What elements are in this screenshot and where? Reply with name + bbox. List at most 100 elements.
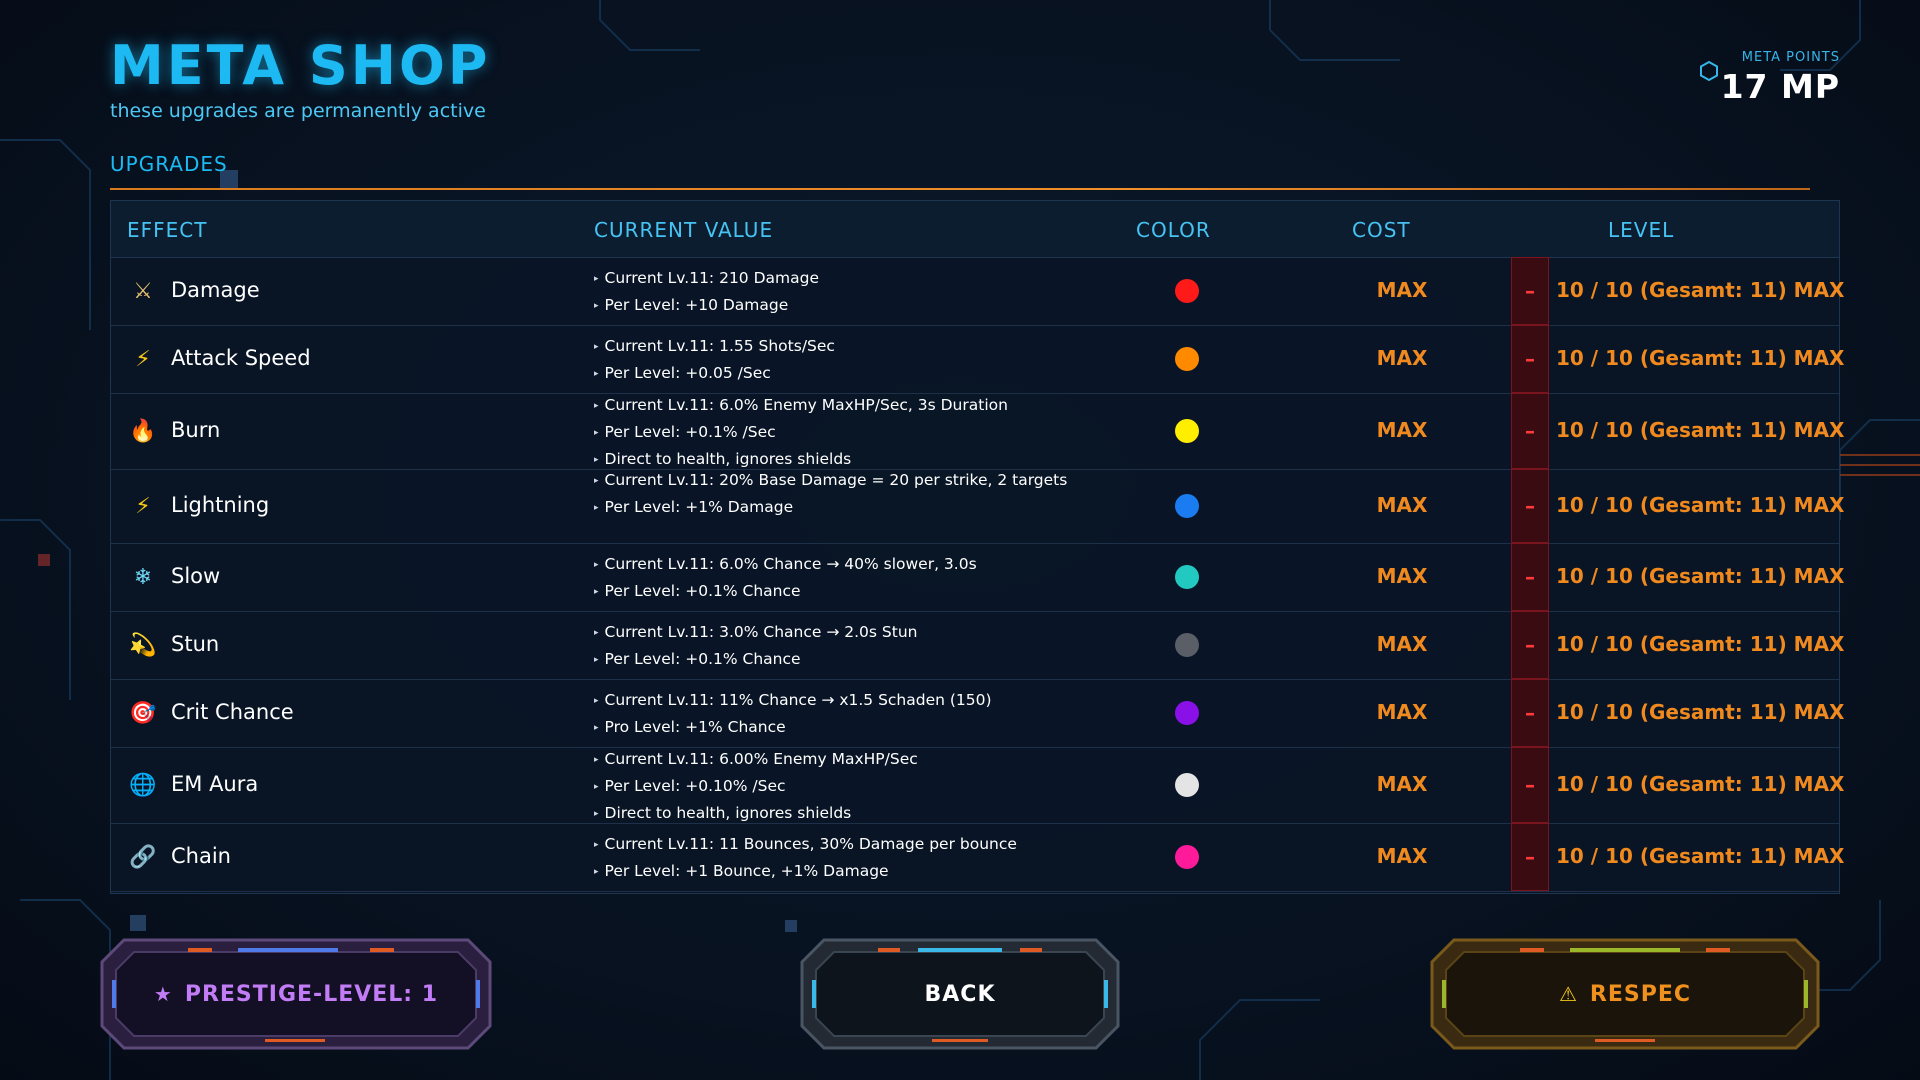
effect-name: Chain <box>171 844 231 868</box>
upgrades-table: EFFECT CURRENT VALUE COLOR COST LEVEL ⚔D… <box>110 200 1844 894</box>
current-value: ▸Current Lv.11: 6.00% Enemy MaxHP/Sec▸Pe… <box>594 746 1084 827</box>
decrease-level-button[interactable]: – <box>1511 393 1549 469</box>
effect-name: Lightning <box>171 493 270 517</box>
lightning-bolt-icon: ⚡ <box>135 346 151 372</box>
section-divider <box>110 188 1810 190</box>
bullet-icon: ▸ <box>594 342 599 352</box>
cost-value: MAX <box>1376 278 1428 302</box>
bullet-icon: ▸ <box>594 455 599 465</box>
prestige-button-frame <box>100 938 492 1050</box>
effect-name: Slow <box>171 564 221 588</box>
bullet-icon: ▸ <box>594 867 599 877</box>
value-line: ▸Per Level: +0.1% /Sec <box>594 423 776 441</box>
cost-value: MAX <box>1376 700 1428 724</box>
bullet-icon: ▸ <box>594 369 599 379</box>
level-value: 10 / 10 (Gesamt: 11) MAX <box>1556 700 1845 724</box>
effect-name: Crit Chance <box>171 700 294 724</box>
star-icon: ★ <box>153 982 173 1006</box>
bullet-icon: ▸ <box>594 809 599 819</box>
color-swatch <box>1175 565 1199 589</box>
level-value: 10 / 10 (Gesamt: 11) MAX <box>1556 418 1845 442</box>
chain-link-icon: 🔗 <box>129 844 157 870</box>
color-swatch <box>1175 419 1199 443</box>
decrease-level-button[interactable]: – <box>1511 543 1549 611</box>
column-header-cost: COST <box>1352 218 1411 242</box>
sword-icon: ⚔ <box>133 278 153 304</box>
value-line: ▸Per Level: +1% Damage <box>594 498 794 516</box>
decrease-level-button[interactable]: – <box>1511 469 1549 543</box>
cost-value: MAX <box>1376 632 1428 656</box>
value-line: ▸Current Lv.11: 6.0% Chance → 40% slower… <box>594 555 977 573</box>
current-value: ▸Current Lv.11: 6.0% Enemy MaxHP/Sec, 3s… <box>594 392 1084 473</box>
cost-value: MAX <box>1376 418 1428 442</box>
current-value: ▸Current Lv.11: 210 Damage▸Per Level: +1… <box>594 265 1084 319</box>
bullet-icon: ▸ <box>594 503 599 513</box>
color-swatch <box>1175 279 1199 303</box>
level-value: 10 / 10 (Gesamt: 11) MAX <box>1556 564 1845 588</box>
value-line: ▸Current Lv.11: 6.00% Enemy MaxHP/Sec <box>594 750 918 768</box>
page-title: META SHOP <box>110 34 491 97</box>
bullet-icon: ▸ <box>594 274 599 284</box>
value-line: ▸Current Lv.11: 1.55 Shots/Sec <box>594 337 835 355</box>
bullet-icon: ▸ <box>594 476 599 486</box>
decrease-level-button[interactable]: – <box>1511 257 1549 325</box>
color-swatch <box>1175 701 1199 725</box>
meta-points-value: 17 MP <box>1720 67 1840 106</box>
table-row: ⚡Attack Speed▸Current Lv.11: 1.55 Shots/… <box>111 325 1844 394</box>
cost-value: MAX <box>1376 564 1428 588</box>
table-row: 🔗 Chain ▸Current Lv.11: 11 Bounces, 30% Da… <box>111 823 1844 892</box>
value-line: ▸Per Level: +0.1% Chance <box>594 650 801 668</box>
column-header-level: LEVEL <box>1608 218 1675 242</box>
lightning-bolt-icon: ⚡ <box>135 493 151 519</box>
meta-points-label: META POINTS <box>1741 50 1840 65</box>
cost-value: MAX <box>1376 493 1428 517</box>
color-swatch <box>1175 633 1199 657</box>
value-line: ▸Per Level: +0.1% Chance <box>594 582 801 600</box>
bullet-icon: ▸ <box>594 428 599 438</box>
color-swatch <box>1175 845 1199 869</box>
table-header: EFFECT CURRENT VALUE COLOR COST LEVEL <box>111 201 1839 258</box>
section-title: UPGRADES <box>110 152 228 176</box>
respec-button-frame <box>1430 938 1820 1050</box>
respec-button[interactable]: ⚠ RESPEC <box>1430 938 1820 1050</box>
table-row: 🌐 EM Aura ▸Current Lv.11: 6.00% Enemy MaxH… <box>111 746 1844 827</box>
back-button[interactable]: BACK <box>800 938 1120 1050</box>
decrease-level-button[interactable]: – <box>1511 823 1549 891</box>
bullet-icon: ▸ <box>594 755 599 765</box>
value-line: ▸Current Lv.11: 210 Damage <box>594 269 819 287</box>
decrease-level-button[interactable]: – <box>1511 325 1549 393</box>
bullet-icon: ▸ <box>594 301 599 311</box>
effect-name: Stun <box>171 632 220 656</box>
table-row: ⚔Damage▸Current Lv.11: 210 Damage▸Per Le… <box>111 257 1844 326</box>
decrease-level-button[interactable]: – <box>1511 747 1549 823</box>
snowflake-icon: ❄ <box>133 564 153 590</box>
fire-icon: 🔥 <box>129 418 157 444</box>
current-value: ▸Current Lv.11: 11% Chance → x1.5 Schade… <box>594 687 1084 741</box>
bullet-icon: ▸ <box>594 587 599 597</box>
effect-name: EM Aura <box>171 772 259 796</box>
bullet-icon: ▸ <box>594 840 599 850</box>
table-row: 🔥Burn▸Current Lv.11: 6.0% Enemy MaxHP/Se… <box>111 392 1844 473</box>
column-header-effect: EFFECT <box>127 218 208 242</box>
value-line: ▸Current Lv.11: 3.0% Chance → 2.0s Stun <box>594 623 918 641</box>
color-swatch <box>1175 773 1199 797</box>
value-line: ▸Direct to health, ignores shields <box>594 450 852 468</box>
prestige-level-button[interactable]: ★ PRESTIGE-LEVEL: 1 <box>100 938 492 1050</box>
globe-icon: 🌐 <box>129 772 157 798</box>
table-row: ⚡Lightning▸Current Lv.11: 20% Base Damag… <box>111 469 1844 544</box>
current-value: ▸Current Lv.11: 11 Bounces, 30% Damage p… <box>594 831 1084 885</box>
color-swatch <box>1175 347 1199 371</box>
value-line: ▸Current Lv.11: 11 Bounces, 30% Damage p… <box>594 835 1017 853</box>
column-header-color: COLOR <box>1136 218 1211 242</box>
cost-value: MAX <box>1376 844 1428 868</box>
hexagon-icon <box>1700 60 1718 82</box>
stun-swirl-icon: 💫 <box>129 632 157 658</box>
back-button-frame <box>800 938 1120 1050</box>
decrease-level-button[interactable]: – <box>1511 679 1549 747</box>
current-value: ▸Current Lv.11: 1.55 Shots/Sec▸Per Level… <box>594 333 1084 387</box>
decrease-level-button[interactable]: – <box>1511 611 1549 679</box>
current-value: ▸Current Lv.11: 6.0% Chance → 40% slower… <box>594 551 1084 605</box>
level-value: 10 / 10 (Gesamt: 11) MAX <box>1556 346 1845 370</box>
table-row: 💫 Stun ▸Current Lv.11: 3.0% Chance → 2.0s … <box>111 611 1844 680</box>
table-row: 🎯Crit Chance▸Current Lv.11: 11% Chance →… <box>111 679 1844 748</box>
